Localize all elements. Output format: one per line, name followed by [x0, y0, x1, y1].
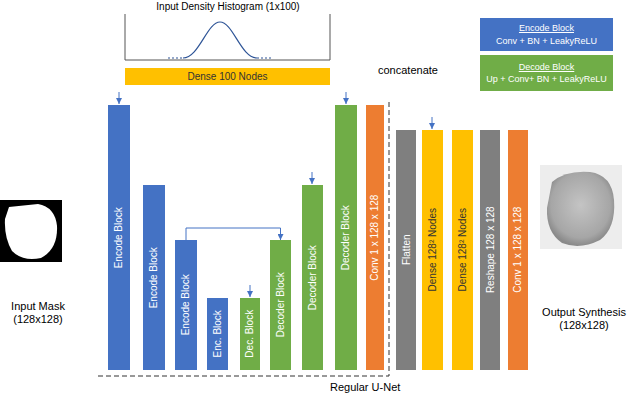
legend-text: Conv + BN + LeakyReLU — [496, 36, 597, 46]
block-label: Conv 1 x 128 x 128 — [369, 194, 381, 280]
skip-arrow — [346, 92, 347, 104]
skip-arrow — [119, 92, 120, 104]
block-label: Encode Block — [148, 247, 160, 308]
legend-text: Up + Conv+ BN + LeakyReLU — [486, 74, 606, 84]
reshape-layer: Reshape 128 x 128 — [480, 130, 500, 370]
mask-shape — [5, 204, 57, 259]
block-label: Enc. Block — [212, 310, 224, 357]
encode-block: Encode Block — [108, 105, 130, 370]
operation-label: concatenate — [378, 64, 448, 77]
encode-block: Encode Block — [175, 240, 197, 370]
dense-layer: Dense 100 Nodes — [125, 68, 330, 85]
image-caption: Output Synthesis (128x128) — [534, 306, 634, 332]
legend-title: Encode Block — [519, 23, 574, 33]
block-label: Decoder Block — [275, 272, 287, 337]
block-label: Conv 1 x 128 x 128 — [512, 207, 524, 293]
decode-block: Decoder Block — [302, 185, 323, 370]
block-label: Decoder Block — [340, 205, 352, 270]
decode-block: Dec. Block — [240, 298, 260, 370]
concat-arrow — [432, 117, 433, 129]
gaussian-curve — [183, 22, 257, 58]
image-caption: Input Mask (128x128) — [1, 300, 75, 326]
legend-box: Encode BlockConv + BN + LeakyReLU — [480, 18, 613, 51]
skip-connection — [186, 228, 281, 240]
skip-arrow — [250, 285, 251, 297]
skip-arrow — [312, 172, 313, 184]
block-label: Encode Block — [113, 207, 125, 268]
dense-layer: Dense 128² Nodes — [452, 130, 473, 370]
block-label: Dense 128² Nodes — [427, 208, 439, 291]
block-label: Flatten — [400, 235, 412, 266]
histogram-frame — [125, 14, 330, 60]
output-image — [540, 165, 622, 249]
conv-layer: Conv 1 x 128 x 128 — [508, 130, 528, 370]
block-label: Decoder Block — [307, 245, 319, 310]
group-label: Regular U-Net — [330, 381, 420, 394]
dense-layer: Dense 128² Nodes — [422, 130, 443, 370]
legend-title: Decode Block — [519, 62, 575, 72]
block-label: Reshape 128 x 128 — [484, 207, 496, 294]
block-label: Dec. Block — [244, 310, 256, 358]
gaussian-tail — [168, 57, 272, 58]
flatten-layer: Flatten — [396, 130, 416, 370]
histogram-title: Input Density Histogram (1x100) — [128, 1, 328, 13]
encode-block: Encode Block — [143, 185, 165, 370]
mask-image — [0, 200, 62, 262]
legend-box: Decode Block Up + Conv+ BN + LeakyReLU — [480, 55, 613, 91]
decode-block: Decoder Block — [335, 105, 357, 370]
output-shape — [547, 172, 614, 246]
block-label: Dense 128² Nodes — [457, 208, 469, 291]
unet-bracket — [98, 100, 389, 376]
decode-block: Decoder Block — [270, 240, 291, 370]
encode-block: Enc. Block — [207, 298, 228, 370]
block-label: Encode Block — [180, 274, 192, 335]
conv-layer: Conv 1 x 128 x 128 — [366, 105, 384, 370]
block-label: Dense 100 Nodes — [187, 71, 267, 83]
